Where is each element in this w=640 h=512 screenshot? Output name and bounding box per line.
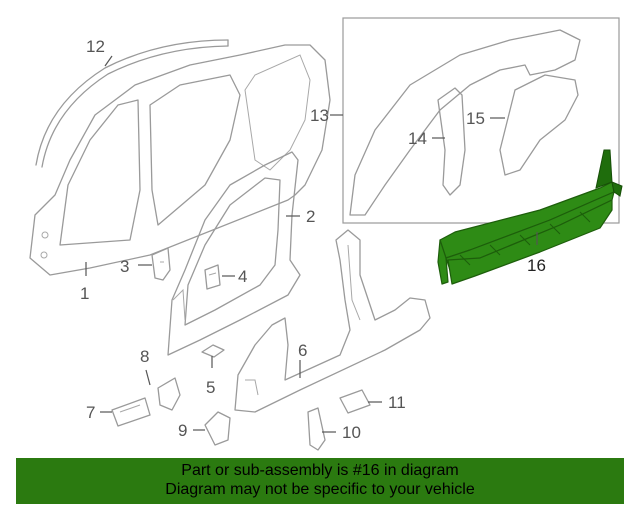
part-4-reinforcement[interactable] [204, 264, 221, 290]
part-7-bracket[interactable] [111, 397, 151, 427]
callout-10: 10 [342, 423, 361, 442]
banner-line-2: Diagram may not be specific to your vehi… [165, 481, 475, 498]
part-3-bracket[interactable] [151, 247, 171, 281]
callout-12: 12 [86, 37, 105, 56]
part-2-body-side-inner[interactable] [167, 151, 301, 356]
callout-6: 6 [298, 341, 307, 360]
callout-7: 7 [86, 403, 95, 422]
callout-16: 16 [527, 256, 546, 275]
callout-11: 11 [388, 393, 406, 412]
part-6-pillar-rocker-assembly[interactable] [234, 229, 431, 413]
part-9-bracket[interactable] [204, 411, 231, 446]
part-1-body-side-outer[interactable] [29, 44, 331, 276]
callout-8: 8 [140, 347, 149, 366]
callout-3: 3 [120, 257, 129, 276]
inset-box [342, 17, 620, 224]
callout-4: 4 [238, 267, 247, 286]
part-12-roof-molding[interactable] [35, 39, 229, 168]
callout-5: 5 [206, 378, 215, 397]
part-5-gusset[interactable] [201, 344, 225, 358]
part-8-bracket[interactable] [157, 377, 181, 411]
part-11-plate[interactable] [339, 389, 371, 414]
callout-13: 13 [310, 106, 329, 125]
parts-diagram: 1 2 3 4 5 6 7 8 9 10 11 12 13 14 15 16 [29, 17, 623, 451]
callout-2: 2 [306, 207, 315, 226]
part-10-bracket[interactable] [307, 407, 326, 451]
callout-15: 15 [466, 109, 485, 128]
callout-9: 9 [178, 421, 187, 440]
callout-14: 14 [408, 129, 427, 148]
callout-1: 1 [80, 284, 89, 303]
part-14-pillar-reinforcement[interactable] [437, 87, 466, 196]
part-15-wheelhouse[interactable] [499, 74, 579, 176]
banner-line-1: Part or sub-assembly is #16 in diagram [181, 462, 459, 479]
part-16-rocker-panel[interactable] [437, 149, 623, 285]
part-info-banner: Part or sub-assembly is #16 in diagram D… [16, 458, 624, 504]
